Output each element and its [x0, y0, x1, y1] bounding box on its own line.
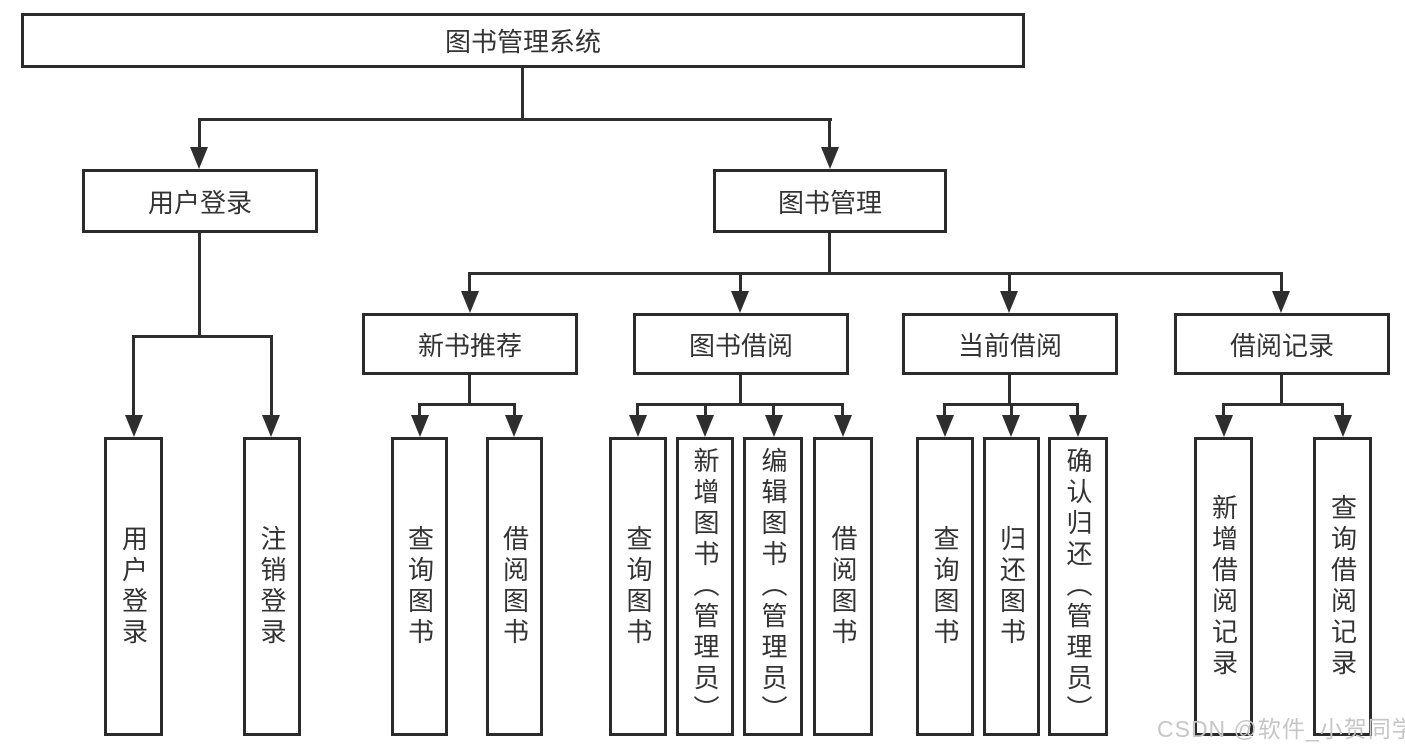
connector-line — [468, 273, 471, 297]
connector-line — [772, 403, 775, 424]
node-label: 查询借阅记录 — [1327, 493, 1358, 680]
connector-line — [521, 68, 524, 119]
arrowhead-down-icon — [411, 415, 429, 437]
arrowhead-down-icon — [696, 415, 714, 437]
node-label: 图书借阅 — [688, 330, 793, 361]
node-label: 新增图书（管理员） — [690, 447, 720, 726]
connector-line — [270, 335, 273, 421]
node-new-book-recommend: 新书推荐 — [362, 313, 578, 375]
connector-line — [132, 335, 135, 421]
node-label: 借阅图书 — [499, 524, 530, 649]
node-leaf-logout: 注销登录 — [243, 437, 301, 736]
connector-line — [943, 403, 946, 424]
arrowhead-down-icon — [1215, 415, 1233, 437]
node-label: 新书推荐 — [417, 330, 522, 361]
node-leaf-query-books-current: 查询图书 — [916, 437, 974, 736]
node-leaf-query-borrow-record: 查询借阅记录 — [1313, 437, 1372, 736]
node-label: 用户登录 — [118, 524, 149, 649]
node-borrow-records: 借阅记录 — [1174, 313, 1390, 375]
connector-line — [198, 233, 201, 338]
connector-line — [1222, 403, 1225, 424]
node-label: 查询图书 — [930, 524, 960, 649]
node-label: 查询图书 — [404, 524, 435, 649]
connector-line — [418, 403, 516, 406]
arrowhead-down-icon — [834, 415, 852, 437]
node-leaf-add-borrow-record: 新增借阅记录 — [1194, 437, 1253, 736]
connector-line — [198, 118, 832, 121]
node-label: 图书管理系统 — [444, 27, 601, 57]
node-label: 新增借阅记录 — [1208, 493, 1239, 680]
node-label: 查询图书 — [623, 524, 653, 649]
connector-line — [1010, 403, 1013, 424]
connector-line — [636, 403, 639, 424]
arrowhead-down-icon — [1334, 415, 1352, 437]
connector-line — [468, 375, 471, 405]
connector-line — [739, 273, 742, 297]
arrowhead-down-icon — [765, 415, 783, 437]
arrowhead-down-icon — [629, 415, 647, 437]
node-label: 借阅记录 — [1229, 330, 1334, 361]
arrowhead-down-icon — [190, 147, 208, 169]
node-current-borrow: 当前借阅 — [902, 313, 1118, 375]
node-label: 用户登录 — [147, 187, 252, 218]
connector-line — [1280, 375, 1283, 405]
node-book-borrow: 图书借阅 — [633, 313, 849, 375]
arrowhead-down-icon — [1069, 415, 1087, 437]
node-leaf-return-book: 归还图书 — [983, 437, 1040, 736]
connector-line — [1076, 403, 1079, 424]
node-leaf-user-login: 用户登录 — [104, 437, 163, 736]
node-label: 编辑图书（管理员） — [758, 447, 788, 726]
arrowhead-down-icon — [125, 415, 143, 437]
node-label: 注销登录 — [257, 524, 287, 649]
connector-line — [828, 119, 831, 152]
node-leaf-edit-book-admin: 编辑图书（管理员） — [743, 437, 803, 736]
watermark: CSDN @软件_小贺同学 — [1157, 716, 1405, 742]
node-leaf-confirm-return-admin: 确认归还（管理员） — [1048, 437, 1108, 736]
connector-line — [828, 233, 831, 275]
connector-line — [841, 403, 844, 424]
node-leaf-borrow-books-recommend: 借阅图书 — [486, 437, 543, 736]
node-label: 借阅图书 — [828, 524, 858, 649]
arrowhead-down-icon — [821, 147, 839, 169]
connector-line — [468, 272, 1283, 275]
connector-line — [1222, 403, 1344, 406]
arrowhead-down-icon — [731, 291, 749, 313]
node-book-management: 图书管理 — [713, 169, 947, 233]
connector-line — [1008, 375, 1011, 405]
node-label: 图书管理 — [777, 187, 882, 218]
connector-line — [1008, 273, 1011, 297]
node-label: 当前借阅 — [957, 330, 1062, 361]
connector-line — [132, 335, 273, 338]
node-label: 归还图书 — [996, 524, 1027, 649]
connector-line — [1280, 273, 1283, 297]
arrowhead-down-icon — [936, 415, 954, 437]
connector-line — [704, 403, 707, 424]
node-user-login: 用户登录 — [82, 169, 318, 233]
arrowhead-down-icon — [1000, 291, 1018, 313]
node-library-management-system: 图书管理系统 — [21, 13, 1025, 68]
node-leaf-query-books-recommend: 查询图书 — [391, 437, 448, 736]
connector-line — [418, 403, 421, 424]
connector-line — [739, 375, 742, 405]
connector-line — [198, 119, 201, 152]
node-leaf-query-books-borrow: 查询图书 — [609, 437, 667, 736]
connector-line — [513, 403, 516, 424]
arrowhead-down-icon — [505, 415, 523, 437]
node-leaf-add-book-admin: 新增图书（管理员） — [676, 437, 734, 736]
connector-line — [636, 403, 844, 406]
arrowhead-down-icon — [262, 415, 280, 437]
node-leaf-borrow-book: 借阅图书 — [813, 437, 873, 736]
arrowhead-down-icon — [1002, 415, 1020, 437]
arrowhead-down-icon — [461, 291, 479, 313]
arrowhead-down-icon — [1272, 291, 1290, 313]
connector-line — [1341, 403, 1344, 424]
node-label: 确认归还（管理员） — [1063, 447, 1093, 726]
